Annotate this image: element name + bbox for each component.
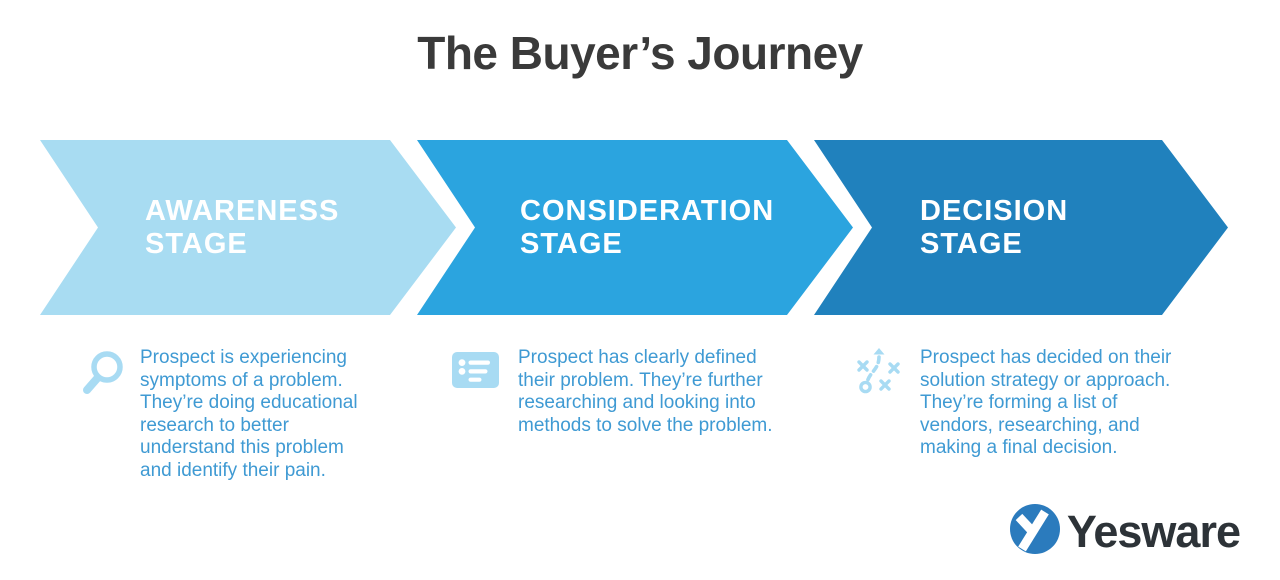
strategy-play-icon: [856, 348, 902, 403]
stage-arrow-awareness: AWARENESS STAGE: [40, 140, 456, 315]
yesware-logo: Yesware: [1009, 504, 1241, 559]
stage-description-awareness: Prospect is experiencing symptoms of a p…: [140, 347, 358, 481]
magnifier-icon: [80, 350, 132, 403]
yesware-logo-text: Yesware: [1066, 505, 1241, 557]
stage-label-decision: DECISION STAGE: [920, 194, 1069, 260]
stage-description-decision: Prospect has decided on their solution s…: [920, 347, 1172, 458]
stage-label-consideration: CONSIDERATION STAGE: [520, 194, 775, 260]
stage-arrow-decision: DECISION STAGE: [814, 140, 1228, 315]
stage-arrow-consideration: CONSIDERATION STAGE: [417, 140, 853, 315]
stage-description-consideration: Prospect has clearly defined their probl…: [518, 347, 773, 436]
yesware-y-icon: [1009, 504, 1060, 559]
page-title: The Buyer’s Journey: [417, 27, 863, 79]
bullet-list-card-icon: [452, 352, 499, 393]
stage-label-awareness: AWARENESS STAGE: [145, 194, 340, 260]
